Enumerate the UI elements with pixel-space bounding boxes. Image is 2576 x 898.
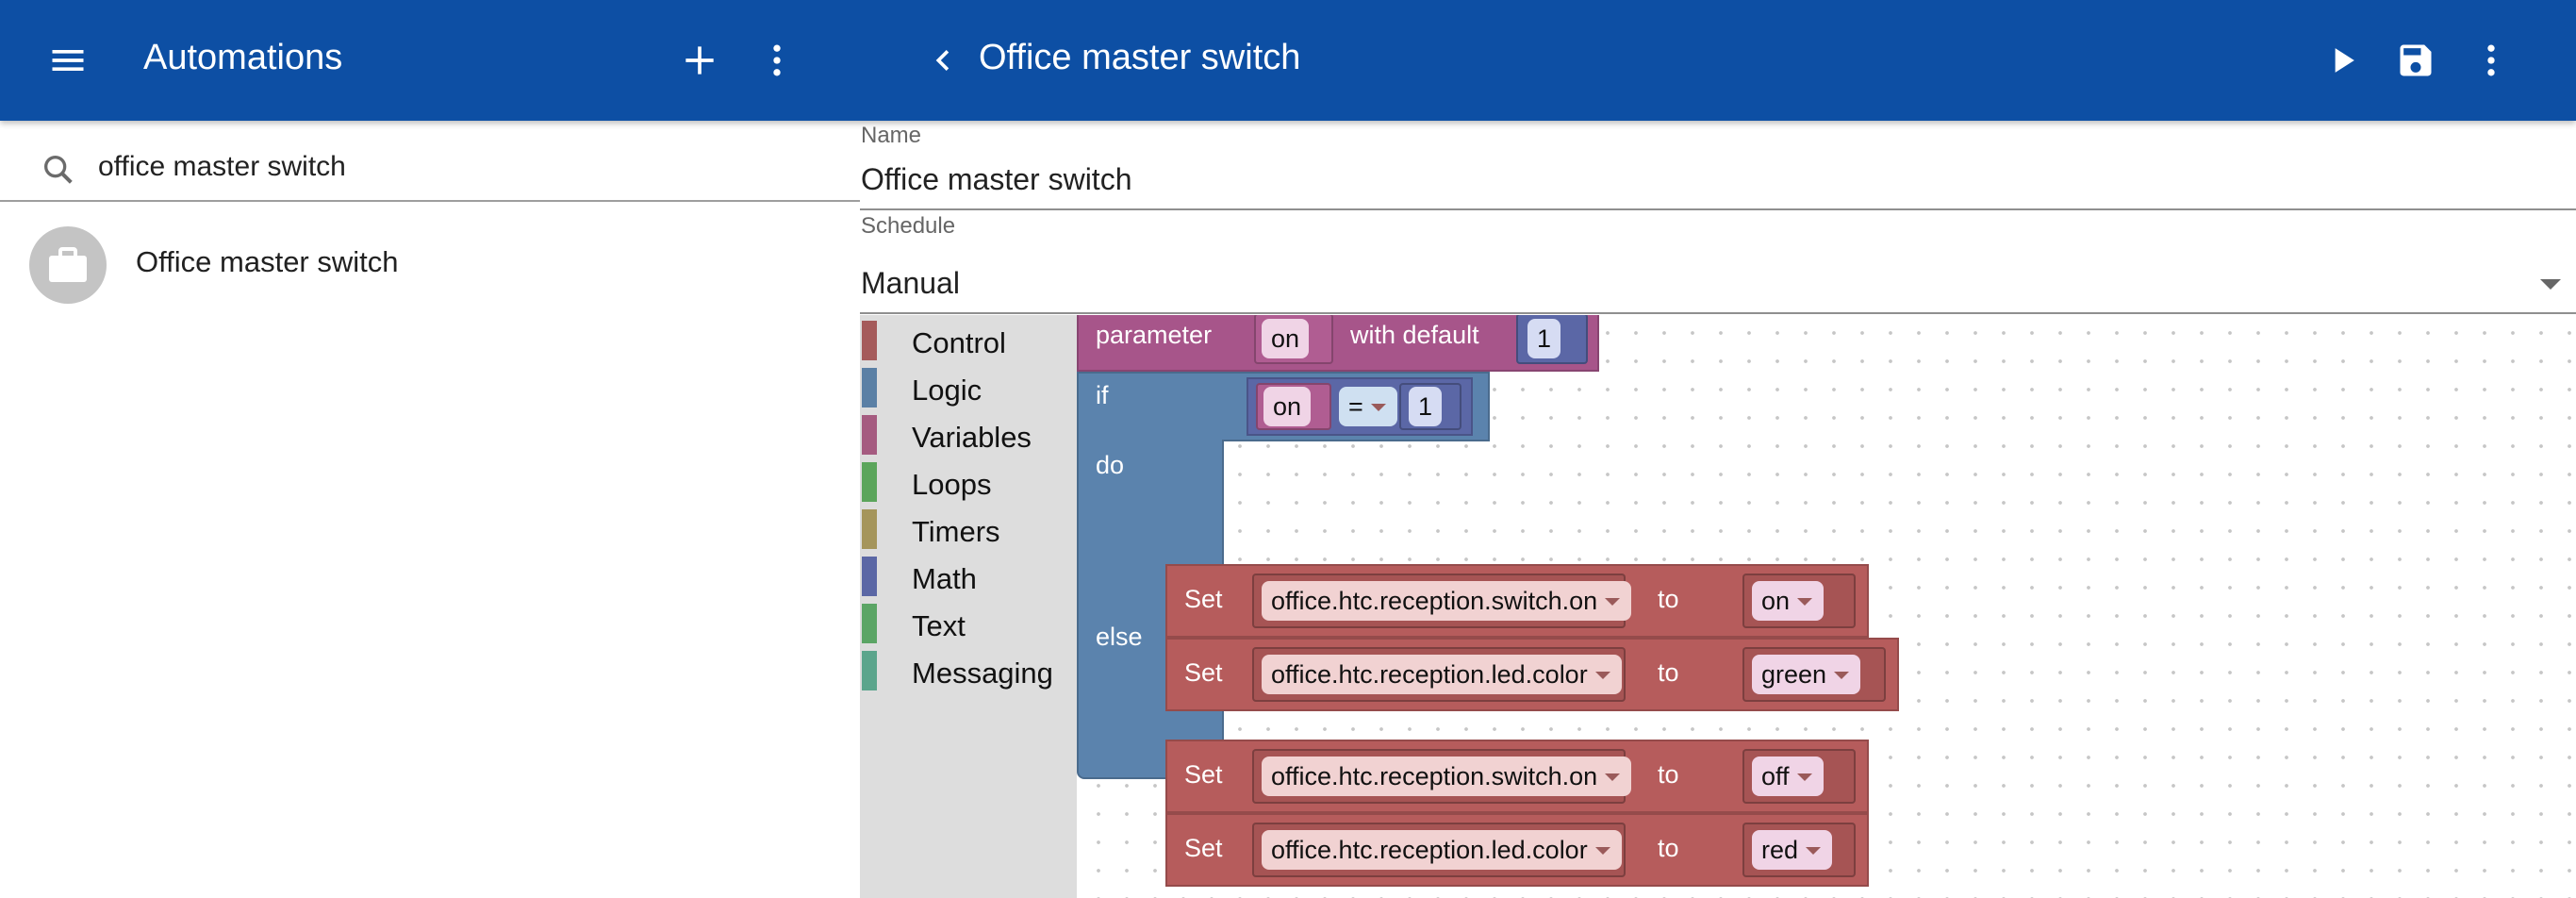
set-block[interactable]: Set office.htc.reception.led.color to gr… [1165,638,1899,711]
category-label: Text [912,609,966,642]
toolbox-category-loops[interactable]: Loops [860,462,1077,502]
schedule-label: Schedule [861,213,956,239]
app-bar: Automations Office master switch [0,0,2576,121]
more-vert-icon [773,44,781,76]
search-icon [40,151,77,189]
toolbox-category-text[interactable]: Text [860,604,1077,643]
plus-icon [685,46,714,75]
right-more-button[interactable] [2470,40,2512,81]
cond-val-field[interactable]: 1 [1409,387,1443,426]
left-title: Automations [143,38,343,77]
briefcase-icon [49,247,87,282]
list-item-label: Office master switch [136,245,399,278]
name-field[interactable]: Office master switch [861,162,1132,196]
category-label: Control [912,326,1006,359]
name-label: Name [861,123,922,148]
value-dropdown[interactable]: red [1752,830,1833,870]
category-color [862,604,877,643]
toolbox-category-logic[interactable]: Logic [860,368,1077,407]
set-label: Set [1184,658,1223,687]
target-dropdown[interactable]: office.htc.reception.switch.on [1262,757,1632,796]
value-dropdown[interactable]: green [1752,655,1861,694]
param-name-field[interactable]: on [1262,319,1310,358]
set-label: Set [1184,760,1223,789]
back-button[interactable] [922,40,964,81]
do-label: do [1096,451,1125,479]
category-label: Logic [912,374,983,407]
list-item[interactable]: Office master switch [0,215,860,309]
cond-var-field[interactable]: on [1263,387,1312,426]
block-toolbox: Control Logic Variables Loops Timers Mat… [860,315,1077,898]
to-label: to [1658,658,1679,687]
save-icon [2400,44,2432,76]
add-button[interactable] [679,40,720,81]
automation-editor: Name Office master switch Schedule Manua… [860,121,2576,898]
category-color [862,368,877,407]
toolbox-category-variables[interactable]: Variables [860,415,1077,455]
target-dropdown[interactable]: office.htc.reception.switch.on [1262,581,1632,621]
parameter-block[interactable]: parameter on with default 1 [1077,315,1599,372]
set-block[interactable]: Set office.htc.reception.switch.on to on [1165,564,1869,638]
toolbox-category-messaging[interactable]: Messaging [860,651,1077,690]
category-color [862,462,877,502]
category-label: Loops [912,468,992,501]
arrow-drop-down-icon[interactable] [2540,277,2561,291]
avatar [29,226,107,304]
name-underline [860,208,2576,210]
value-dropdown[interactable]: on [1752,581,1825,621]
play-icon [2335,48,2354,73]
toolbox-category-control[interactable]: Control [860,321,1077,360]
if-label: if [1096,381,1109,409]
compare-block[interactable]: on = 1 [1247,377,1473,436]
save-button[interactable] [2395,40,2436,81]
schedule-select[interactable]: Manual [861,266,960,300]
else-label: else [1096,623,1143,651]
category-color [862,321,877,360]
category-label: Math [912,562,977,595]
chevron-left-icon [935,50,949,71]
category-label: Messaging [912,657,1053,690]
run-button[interactable] [2321,40,2363,81]
cond-op-dropdown[interactable]: = [1339,387,1397,426]
category-color [862,651,877,690]
value-dropdown[interactable]: off [1752,757,1824,796]
category-label: Timers [912,515,1000,548]
target-dropdown[interactable]: office.htc.reception.led.color [1262,655,1622,694]
to-label: to [1658,585,1679,613]
set-block[interactable]: Set office.htc.reception.switch.on to of… [1165,740,1869,813]
category-label: Variables [912,421,1032,454]
category-color [862,557,877,596]
default-value-field[interactable]: 1 [1527,319,1561,358]
target-dropdown[interactable]: office.htc.reception.led.color [1262,830,1622,870]
category-color [862,509,877,549]
search-input[interactable]: office master switch [98,151,346,182]
set-label: Set [1184,585,1223,613]
blockly-workspace[interactable]: parameter on with default 1 if do else o… [1077,315,2576,898]
menu-icon[interactable] [47,40,89,81]
parameter-label: parameter [1096,321,1213,349]
toolbox-category-timers[interactable]: Timers [860,509,1077,549]
automation-list-panel: office master switch Office master switc… [0,121,860,898]
left-more-button[interactable] [756,40,798,81]
set-block[interactable]: Set office.htc.reception.led.color to re… [1165,813,1869,887]
schedule-underline [860,312,2576,314]
to-label: to [1658,834,1679,862]
with-default-label: with default [1350,321,1479,349]
category-color [862,415,877,455]
more-vert-icon [2487,44,2495,76]
to-label: to [1658,760,1679,789]
search-bar[interactable]: office master switch [0,121,860,202]
page-title: Office master switch [979,38,1301,77]
toolbox-category-math[interactable]: Math [860,557,1077,596]
set-label: Set [1184,834,1223,862]
